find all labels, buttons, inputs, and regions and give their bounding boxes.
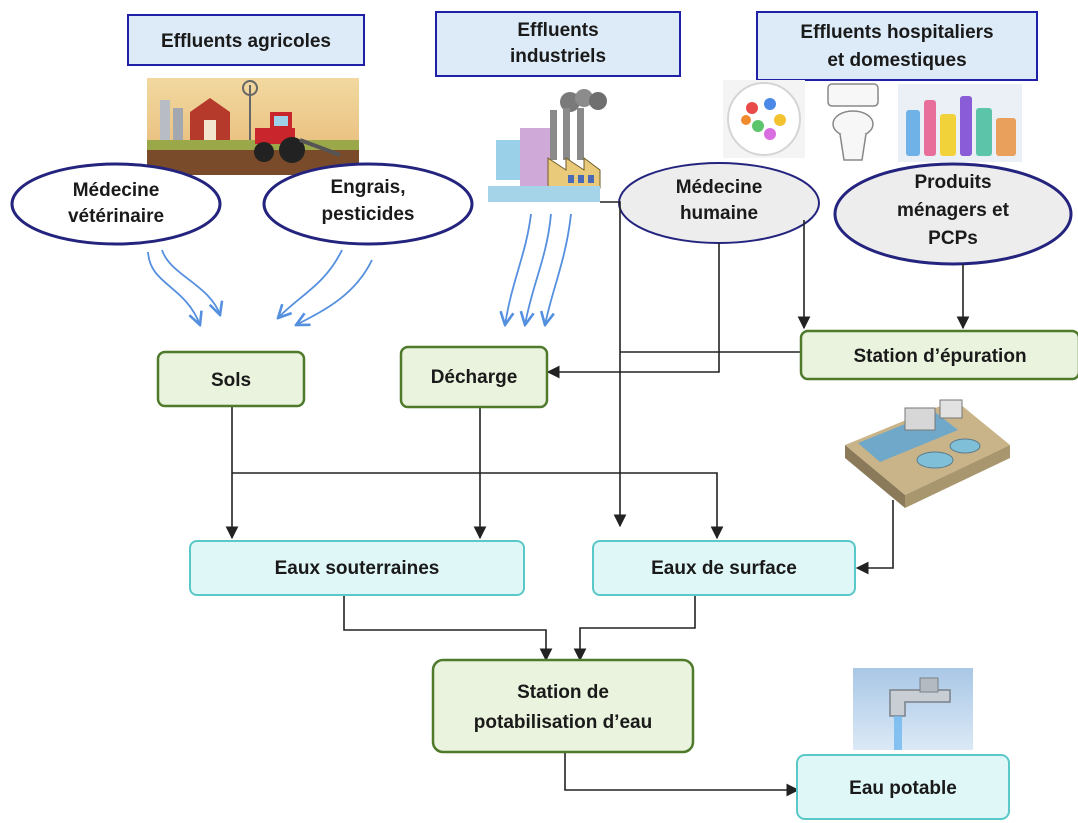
node-wastewater-plant: Station d’épuration bbox=[799, 329, 1078, 381]
flow-connectors bbox=[225, 201, 970, 797]
node-soils: Sols bbox=[156, 350, 306, 408]
treatment-plant-line2: potabilisation d’eau bbox=[474, 712, 652, 733]
header-industrial-line1: Effluents bbox=[517, 20, 598, 41]
header-hospital-line2: et domestiques bbox=[827, 50, 966, 71]
header-industrial-effluents: Effluents industriels bbox=[435, 11, 681, 77]
farm-tractor-illustration bbox=[147, 78, 359, 175]
drinking-water-label: Eau potable bbox=[849, 778, 957, 799]
groundwater-label: Eaux souterraines bbox=[275, 558, 440, 579]
household-line1: Produits bbox=[914, 172, 991, 193]
toilet-illustration bbox=[827, 83, 879, 161]
landfill-label: Décharge bbox=[431, 367, 518, 388]
curved-flow-arrows bbox=[147, 213, 572, 325]
node-treatment-plant: Station de potabilisation d’eau bbox=[431, 658, 695, 754]
human-medicine-line1: Médecine bbox=[676, 177, 763, 198]
veterinary-line2: vétérinaire bbox=[68, 206, 164, 227]
human-medicine-line2: humaine bbox=[680, 203, 758, 224]
source-household-products: Produits ménagers et PCPs bbox=[833, 162, 1073, 266]
surface-water-label: Eaux de surface bbox=[651, 558, 797, 579]
pills-illustration bbox=[723, 80, 805, 158]
header-hospital-line1: Effluents hospitaliers bbox=[800, 22, 993, 43]
header-industrial-line2: industriels bbox=[510, 46, 606, 67]
node-drinking-water: Eau potable bbox=[796, 754, 1010, 820]
node-landfill: Décharge bbox=[399, 345, 549, 409]
source-fertilizers-pesticides: Engrais, pesticides bbox=[262, 162, 474, 246]
household-line3: PCPs bbox=[928, 228, 978, 249]
node-surface-water: Eaux de surface bbox=[592, 540, 856, 596]
treatment-plant-line1: Station de bbox=[517, 682, 609, 703]
node-groundwater: Eaux souterraines bbox=[189, 540, 525, 596]
wastewater-plant-label: Station d’épuration bbox=[853, 346, 1026, 367]
cosmetic-bottles-illustration bbox=[898, 84, 1022, 162]
source-veterinary-medicine: Médecine vétérinaire bbox=[10, 162, 222, 246]
header-agricultural-label: Effluents agricoles bbox=[161, 31, 331, 52]
factory-illustration bbox=[488, 89, 607, 202]
soils-label: Sols bbox=[211, 370, 251, 391]
water-faucet-illustration bbox=[853, 668, 973, 750]
source-human-medicine: Médecine humaine bbox=[618, 162, 820, 244]
veterinary-line1: Médecine bbox=[73, 180, 160, 201]
household-line2: ménagers et bbox=[897, 200, 1010, 221]
fertilizers-line1: Engrais, bbox=[331, 177, 406, 198]
fertilizers-line2: pesticides bbox=[322, 204, 415, 225]
header-agricultural-effluents: Effluents agricoles bbox=[127, 14, 365, 66]
wastewater-plant-illustration bbox=[845, 399, 1010, 508]
header-hospital-domestic-effluents: Effluents hospitaliers et domestiques bbox=[756, 11, 1038, 81]
